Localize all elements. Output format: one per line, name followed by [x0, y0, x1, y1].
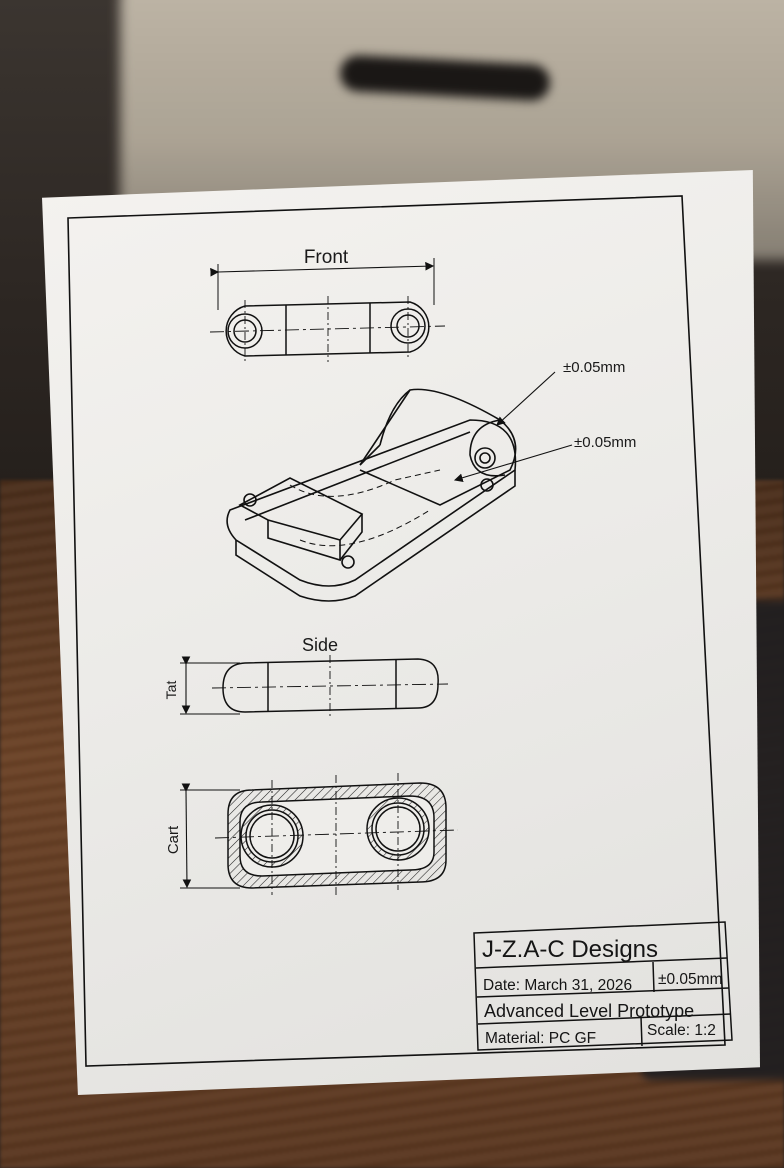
- isometric-view: [226, 371, 573, 602]
- section-dimension-label: Cart: [165, 825, 182, 854]
- title-block: [473, 921, 733, 1051]
- title-block-tolerance: ±0.05mm: [658, 971, 723, 988]
- front-view: [209, 258, 446, 362]
- tolerance-callout-2: ±0.05mm: [574, 434, 636, 451]
- side-view-label: Side: [302, 635, 338, 655]
- title-block-description: Advanced Level Prototype: [484, 1001, 694, 1021]
- title-block-material: Material: PC GF: [485, 1030, 596, 1047]
- drawing-sheet: [42, 170, 760, 1095]
- tolerance-callout-1: ±0.05mm: [563, 359, 625, 376]
- title-block-date: Date: March 31, 2026: [483, 977, 632, 994]
- section-view: [180, 773, 459, 895]
- title-block-company: J-Z.A-C Designs: [482, 936, 658, 963]
- front-view-label: Front: [304, 247, 349, 268]
- title-block-scale: Scale: 1:2: [647, 1022, 716, 1039]
- side-dimension-label: Tat: [163, 681, 179, 700]
- side-view: [180, 655, 449, 718]
- sheet-border: [67, 195, 726, 1067]
